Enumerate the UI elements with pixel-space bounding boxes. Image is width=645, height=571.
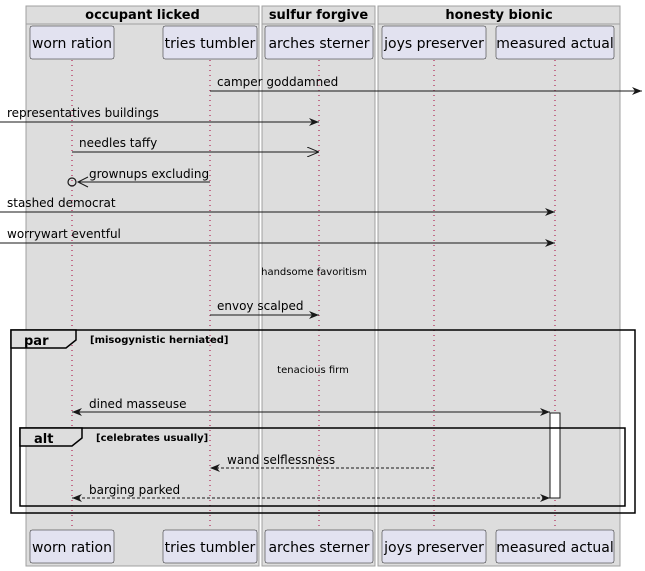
message-label: envoy scalped xyxy=(217,299,304,313)
message-envoy-scalped: envoy scalped xyxy=(210,299,319,319)
frame-par: par [misogynistic herniated] xyxy=(10,329,636,514)
message-needles-taffy: needles taffy xyxy=(72,136,319,152)
frame-condition: [misogynistic herniated] xyxy=(90,335,228,346)
message-stashed-democrat: stashed democrat xyxy=(0,196,555,216)
message-label: needles taffy xyxy=(79,136,157,150)
message-label: worrywart eventful xyxy=(7,227,121,241)
participant-arches-sterner[interactable]: arches sterner xyxy=(264,25,374,60)
group-occupant-licked: occupant licked xyxy=(25,5,260,567)
message-label: stashed democrat xyxy=(7,196,116,210)
participant-label: tries tumbler xyxy=(165,36,256,52)
group-title: sulfur forgive xyxy=(269,8,369,23)
participant-label: arches sterner xyxy=(268,36,369,52)
message-camper-goddamned: camper goddamned xyxy=(210,75,642,95)
frame-kind: alt xyxy=(34,432,53,447)
participant-arches-sterner-footer[interactable]: arches sterner xyxy=(264,529,374,564)
participants-top: worn ration tries tumbler arches sterner… xyxy=(29,25,615,60)
participant-worn-ration-footer[interactable]: worn ration xyxy=(29,529,115,564)
message-wand-selflessness: wand selflessness xyxy=(210,453,434,472)
participant-label: tries tumbler xyxy=(165,540,256,556)
participants-bottom: worn ration tries tumbler arches sterner… xyxy=(29,529,615,564)
frame-condition: [celebrates usually] xyxy=(96,433,208,444)
participant-label: measured actual xyxy=(496,36,614,52)
message-label: representatives buildings xyxy=(7,106,159,120)
divider-label: handsome favoritism xyxy=(261,267,367,278)
participant-label: joys preserver xyxy=(383,36,484,52)
message-grownups-excluding: grownups excluding xyxy=(67,167,210,188)
frame-alt: alt [celebrates usually] xyxy=(19,427,626,507)
message-label: grownups excluding xyxy=(89,167,209,181)
participant-label: joys preserver xyxy=(383,540,484,556)
participant-worn-ration[interactable]: worn ration xyxy=(29,25,115,60)
participant-label: worn ration xyxy=(32,540,112,556)
message-label: wand selflessness xyxy=(227,453,335,467)
participant-label: measured actual xyxy=(496,540,614,556)
divider-label: tenacious firm xyxy=(277,365,349,376)
lifelines xyxy=(71,60,556,530)
group-honesty-bionic: honesty bionic xyxy=(377,5,621,567)
message-label: barging parked xyxy=(89,483,180,497)
participant-measured-actual-footer[interactable]: measured actual xyxy=(495,529,615,564)
participant-joys-preserver[interactable]: joys preserver xyxy=(381,25,487,60)
participant-joys-preserver-footer[interactable]: joys preserver xyxy=(381,529,487,564)
participant-label: worn ration xyxy=(32,36,112,52)
group-title: honesty bionic xyxy=(445,8,552,23)
participant-label: arches sterner xyxy=(268,540,369,556)
message-label: dined masseuse xyxy=(89,397,187,411)
activation-bar xyxy=(549,412,561,499)
participant-measured-actual[interactable]: measured actual xyxy=(495,25,615,60)
participant-tries-tumbler-footer[interactable]: tries tumbler xyxy=(162,529,258,564)
message-dined-masseuse: dined masseuse xyxy=(72,397,550,416)
message-worrywart-eventful: worrywart eventful xyxy=(0,227,555,247)
message-label: camper goddamned xyxy=(217,75,338,89)
message-representatives-buildings: representatives buildings xyxy=(0,106,319,126)
frame-kind: par xyxy=(24,334,49,349)
group-title: occupant licked xyxy=(85,8,200,23)
message-barging-parked: barging parked xyxy=(72,483,550,502)
participant-tries-tumbler[interactable]: tries tumbler xyxy=(162,25,258,60)
